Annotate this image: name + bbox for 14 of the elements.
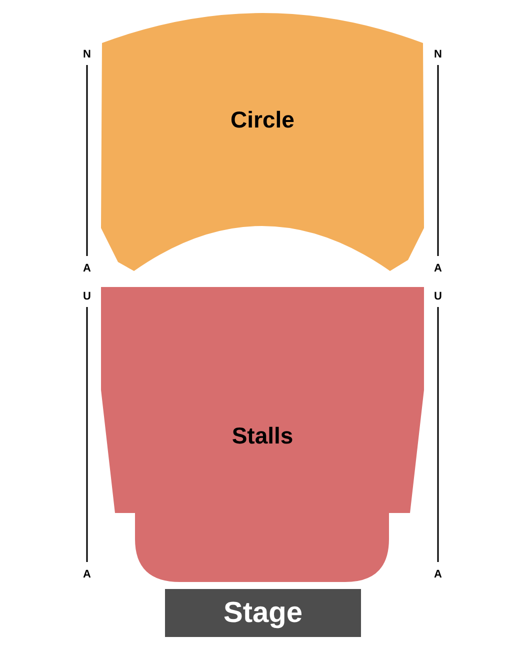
section-label: Circle [230, 108, 294, 132]
row-letter: A [434, 570, 442, 580]
stage-block [165, 589, 361, 637]
seating-section [101, 13, 424, 272]
row-letter: A [83, 570, 91, 580]
row-letter: U [434, 292, 442, 302]
stage-label: Stage [224, 598, 302, 628]
row-letter: U [83, 292, 91, 302]
row-letter: N [434, 50, 442, 60]
row-letter: N [83, 50, 91, 60]
row-letter: A [83, 264, 91, 274]
seating-section [101, 287, 424, 583]
row-letter: A [434, 264, 442, 274]
section-label: Stalls [232, 424, 294, 448]
